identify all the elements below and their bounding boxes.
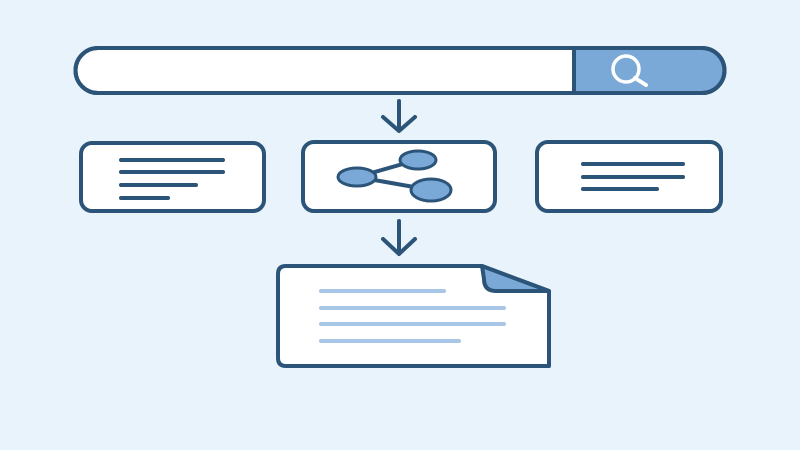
arrow-down-icon	[381, 219, 417, 256]
output-document[interactable]	[276, 264, 551, 368]
document-lines	[319, 289, 506, 343]
search-icon	[611, 54, 648, 87]
text-lines-icon	[581, 162, 685, 191]
share-nodes-icon	[336, 149, 453, 203]
result-card-left[interactable]	[79, 141, 266, 213]
arrow-down-icon	[381, 99, 417, 133]
search-bar-outline	[73, 46, 727, 95]
result-card-center[interactable]	[301, 140, 497, 213]
search-bar[interactable]	[73, 46, 727, 95]
search-input[interactable]	[73, 46, 576, 95]
text-lines-icon	[119, 158, 225, 200]
result-card-right[interactable]	[535, 140, 723, 213]
search-button[interactable]	[572, 46, 727, 95]
document-icon	[480, 264, 551, 293]
